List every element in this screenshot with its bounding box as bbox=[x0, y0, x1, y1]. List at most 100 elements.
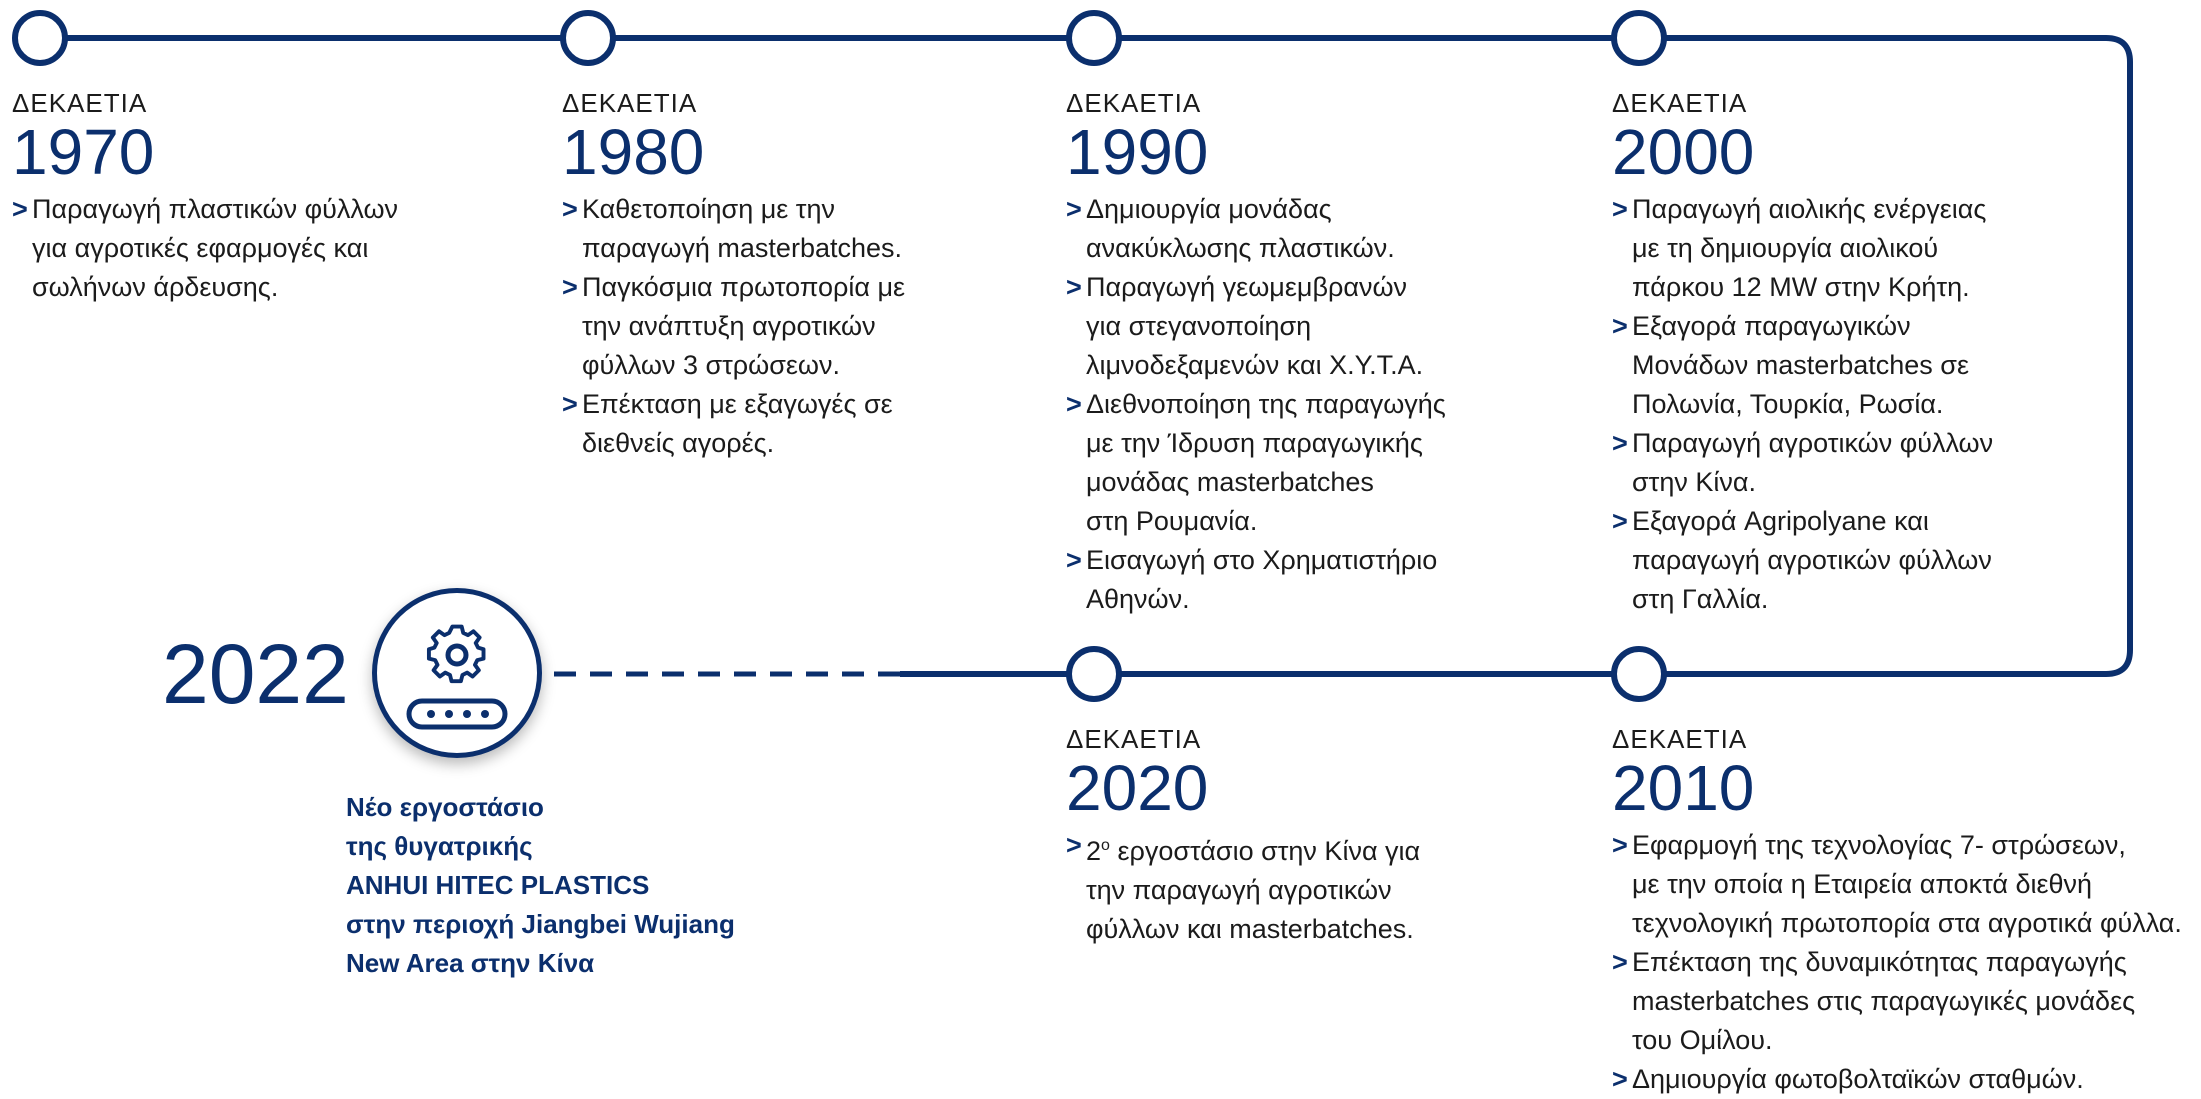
bullet-marker: > bbox=[1612, 194, 1628, 224]
decade-item: >Δημιουργία φωτοβολταϊκών σταθμών. bbox=[1612, 1060, 2201, 1099]
decade-item-line: Πολωνία, Τουρκία, Ρωσία. bbox=[1632, 389, 1944, 419]
timeline-node-1980 bbox=[560, 10, 616, 66]
decade-item-line: σωλήνων άρδευσης. bbox=[32, 272, 279, 302]
decade-item: >2ο εργοστάσιο στην Κίνα για την παραγωγή… bbox=[1066, 826, 1666, 949]
decade-item-line: Μονάδων masterbatches σε bbox=[1632, 350, 1970, 380]
decade-item-line: για αγροτικές εφαρμογές και bbox=[32, 233, 369, 263]
bullet-marker: > bbox=[12, 194, 28, 224]
decade-year: 2010 bbox=[1612, 752, 1755, 824]
timeline-node-2010 bbox=[1611, 646, 1667, 702]
decade-item-line: Αθηνών. bbox=[1086, 584, 1190, 614]
decade-item-line: την παραγωγή αγροτικών bbox=[1086, 875, 1392, 905]
milestone-year: 2022 bbox=[162, 627, 349, 721]
bullet-marker: > bbox=[562, 194, 578, 224]
decade-year: 1970 bbox=[12, 116, 155, 188]
decade-label: ΔΕΚΑΕΤΙΑ bbox=[1612, 88, 1748, 118]
decade-label: ΔΕΚΑΕΤΙΑ bbox=[1066, 88, 1202, 118]
bullet-marker: > bbox=[1066, 545, 1082, 575]
decade-item: >Παραγωγή αιολικής ενέργειας με τη δημιου… bbox=[1612, 190, 2201, 307]
decade-item-line: του Ομίλου. bbox=[1632, 1025, 1773, 1055]
decade-2020: ΔΕΚΑΕΤΙΑ 2020 >2ο εργοστάσιο στην Κίνα γ… bbox=[1066, 724, 1666, 949]
decade-item-line: Παραγωγή αγροτικών φύλλων bbox=[1632, 428, 1994, 458]
bullet-marker: > bbox=[562, 272, 578, 302]
bullet-marker: > bbox=[1066, 194, 1082, 224]
decade-item-line: τεχνολογική πρωτοπορία στα αγροτικά φύλλ… bbox=[1632, 908, 2182, 938]
decade-items: >Εφαρμογή της τεχνολογίας 7- στρώσεων,με… bbox=[1612, 826, 2201, 1099]
bullet-marker: > bbox=[1612, 311, 1628, 341]
bullet-marker: > bbox=[1066, 389, 1082, 419]
decade-2010: ΔΕΚΑΕΤΙΑ 2010 >Εφαρμογή της τεχνολογίας … bbox=[1612, 724, 2201, 1099]
decade-item-line: Εξαγορά Agripolyane και bbox=[1632, 506, 1929, 536]
bullet-marker: > bbox=[1612, 506, 1628, 536]
milestone-note-line: στην περιοχή Jiangbei Wujiang bbox=[346, 909, 735, 939]
timeline-node-1990 bbox=[1066, 10, 1122, 66]
decade-item-line: φύλλων και masterbatches. bbox=[1086, 914, 1414, 944]
decade-item-line: με την οποία η Εταιρεία αποκτά διεθνή bbox=[1632, 869, 2093, 899]
milestone-badge bbox=[372, 588, 542, 758]
decade-item-line: Καθετοποίηση με την bbox=[582, 194, 835, 224]
decade-item-line: 2ο εργοστάσιο στην Κίνα για bbox=[1086, 836, 1421, 866]
decade-label: ΔΕΚΑΕΤΙΑ bbox=[562, 88, 698, 118]
milestone-note-line: της θυγατρικής bbox=[346, 831, 533, 861]
decade-item-line: Διεθνοποίηση της παραγωγής bbox=[1086, 389, 1446, 419]
decade-item-line: masterbatches στις παραγωγικές μονάδες bbox=[1632, 986, 2136, 1016]
decade-items: >2ο εργοστάσιο στην Κίνα για την παραγωγή… bbox=[1066, 826, 1666, 949]
decade-item-line: Δημιουργία μονάδας bbox=[1086, 194, 1332, 224]
decade-2000: ΔΕΚΑΕΤΙΑ 2000 >Παραγωγή αιολικής ενέργει… bbox=[1612, 88, 2201, 619]
decade-item-line: Παραγωγή αιολικής ενέργειας bbox=[1632, 194, 1987, 224]
decade-item-line: Εφαρμογή της τεχνολογίας 7- στρώσεων, bbox=[1632, 830, 2126, 860]
timeline-node-2020 bbox=[1066, 646, 1122, 702]
decade-item-line: παραγωγή masterbatches. bbox=[582, 233, 903, 263]
factory-gear-conveyor-icon bbox=[406, 624, 508, 730]
milestone-note-line: ANHUI HITEC PLASTICS bbox=[346, 870, 650, 900]
decade-item-line: Παραγωγή γεωμεμβρανών bbox=[1086, 272, 1408, 302]
decade-item-line: Εισαγωγή στο Χρηματιστήριο bbox=[1086, 545, 1438, 575]
decade-item-line: φύλλων 3 στρώσεων. bbox=[582, 350, 841, 380]
decade-year: 1990 bbox=[1066, 116, 1209, 188]
decade-item-line: διεθνείς αγορές. bbox=[582, 428, 775, 458]
decade-item-line: στη Γαλλία. bbox=[1632, 584, 1769, 614]
timeline-node-2000 bbox=[1611, 10, 1667, 66]
timeline-top-line bbox=[40, 35, 2133, 677]
decade-item-line: στη Ρουμανία. bbox=[1086, 506, 1258, 536]
bullet-marker: > bbox=[1612, 1064, 1628, 1094]
decade-item-line: Παραγωγή πλαστικών φύλλων bbox=[32, 194, 399, 224]
decade-item-line: Παγκόσμια πρωτοπορία με bbox=[582, 272, 906, 302]
decade-item-line: για στεγανοποίηση bbox=[1086, 311, 1312, 341]
bullet-marker: > bbox=[1612, 830, 1628, 860]
decade-item-line: Επέκταση της δυναμικότητας παραγωγής bbox=[1632, 947, 2127, 977]
decade-year: 2000 bbox=[1612, 116, 1755, 188]
decade-item-line: μονάδας masterbatches bbox=[1086, 467, 1374, 497]
decade-year: 2020 bbox=[1066, 752, 1209, 824]
decade-label: ΔΕΚΑΕΤΙΑ bbox=[1066, 724, 1202, 754]
decade-item-line: με την Ίδρυση παραγωγικής bbox=[1086, 428, 1423, 458]
decade-item-line: την ανάπτυξη αγροτικών bbox=[582, 311, 876, 341]
bullet-marker: > bbox=[1066, 830, 1082, 860]
bullet-marker: > bbox=[562, 389, 578, 419]
decade-item-line: πάρκου 12 MW στην Κρήτη. bbox=[1632, 272, 1970, 302]
decade-1970: ΔΕΚΑΕΤΙΑ 1970 >Παραγωγή πλαστικών φύλλων… bbox=[12, 88, 612, 307]
bullet-marker: > bbox=[1066, 272, 1082, 302]
decade-item-line: ανακύκλωσης πλαστικών. bbox=[1086, 233, 1395, 263]
bullet-marker: > bbox=[1612, 947, 1628, 977]
milestone-note-line: New Area στην Κίνα bbox=[346, 948, 595, 978]
decade-item-line: Εξαγορά παραγωγικών bbox=[1632, 311, 1911, 341]
decade-item-line: με τη δημιουργία αιολικού bbox=[1632, 233, 1939, 263]
